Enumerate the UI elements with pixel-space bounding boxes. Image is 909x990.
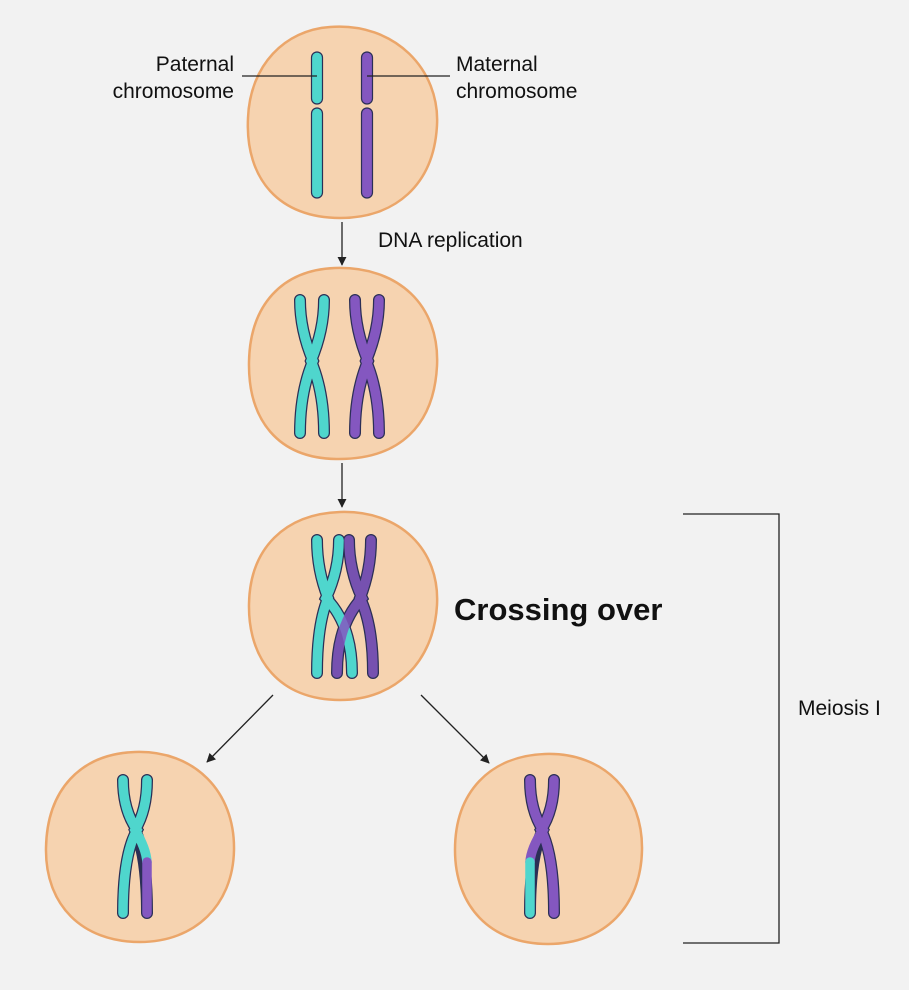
- crossed-chromatids: [311, 534, 379, 679]
- maternal-label: Maternal chromosome: [456, 51, 577, 105]
- paternal-label-line1: Paternal: [155, 53, 234, 76]
- arrow-daughter-left: [206, 694, 274, 763]
- meiosis-bracket: [683, 513, 780, 944]
- maternal-label-line1: Maternal: [456, 53, 538, 76]
- cell-original: [242, 25, 450, 220]
- maternal-label-line2: chromosome: [456, 80, 578, 103]
- cell-daughter-left: [44, 750, 236, 944]
- maternal-replicated-chromosome: [349, 294, 385, 439]
- cell-membrane: [247, 510, 439, 702]
- arrow-daughter-right: [420, 694, 490, 764]
- cell-membrane: [247, 266, 439, 461]
- cell-crossing-over: [247, 510, 439, 702]
- cell-daughter-right: [453, 752, 644, 946]
- cell-membrane: [246, 25, 439, 220]
- maternal-chromosome: [360, 51, 374, 199]
- crossing-over-label: Crossing over: [454, 592, 663, 627]
- cell-replicated: [247, 266, 439, 461]
- meiosis-i-label: Meiosis I: [798, 697, 881, 720]
- paternal-replicated-chromosome: [294, 294, 330, 439]
- paternal-chromosome: [310, 51, 324, 199]
- paternal-label-line2: chromosome: [112, 80, 234, 103]
- dna-replication-label: DNA replication: [378, 229, 523, 252]
- recombinant-chromosome-right: [524, 774, 560, 919]
- paternal-label: Paternal chromosome: [88, 51, 234, 105]
- recombinant-chromosome-left: [117, 774, 153, 919]
